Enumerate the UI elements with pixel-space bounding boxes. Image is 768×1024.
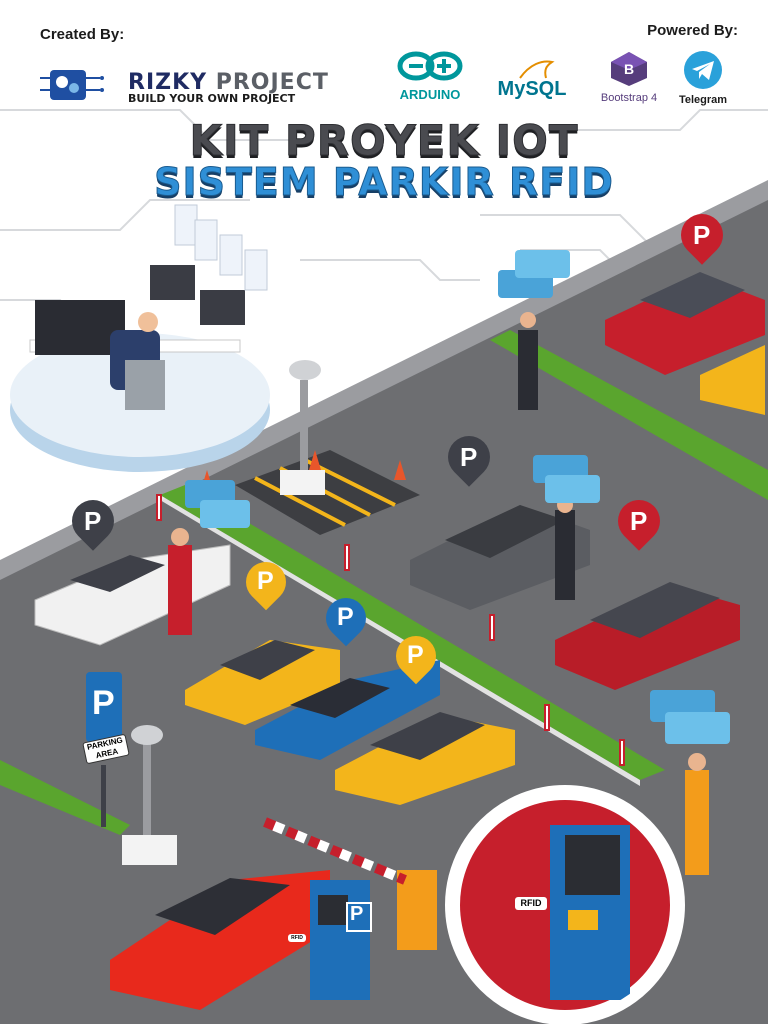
cctv-camera-top bbox=[280, 360, 325, 495]
pin-letter: P bbox=[630, 506, 648, 536]
car-red-topright bbox=[605, 272, 765, 375]
car-yellow-front bbox=[335, 712, 515, 805]
circuit-brain-icon bbox=[40, 70, 104, 100]
car-yellow-topright bbox=[700, 345, 765, 415]
sponsor-bootstrap-label: Bootstrap 4 bbox=[600, 92, 658, 104]
sponsor-arduino: ARDUINO bbox=[394, 50, 466, 102]
car-red-sports bbox=[110, 870, 330, 1010]
created-by-label: Created By: bbox=[40, 26, 125, 43]
bootstrap-b-icon: B bbox=[611, 52, 647, 86]
car-grey bbox=[410, 505, 590, 610]
car-blue-pickup bbox=[255, 660, 440, 760]
brand-name-part1: RIZKY bbox=[128, 70, 208, 95]
rfid-reader-machine bbox=[310, 880, 370, 1000]
parking-sign-pole bbox=[101, 765, 106, 827]
brand-tagline: BUILD YOUR OWN PROJECT bbox=[128, 92, 296, 105]
mysql-dolphin-icon bbox=[519, 60, 555, 79]
monitoring-station bbox=[10, 204, 270, 472]
pin-letter: P bbox=[460, 442, 478, 472]
grass-strip-left bbox=[0, 760, 130, 835]
sponsor-arduino-label: ARDUINO bbox=[399, 87, 461, 102]
boom-gate bbox=[263, 817, 437, 950]
sponsor-telegram-label: Telegram bbox=[678, 94, 728, 106]
pin-letter: P bbox=[84, 506, 102, 536]
sponsor-telegram: Telegram bbox=[672, 50, 734, 106]
machine-parking-sign bbox=[346, 902, 372, 932]
arduino-infinity-icon bbox=[397, 51, 463, 81]
telegram-plane-icon bbox=[684, 51, 722, 89]
pin-letter: P bbox=[693, 220, 711, 250]
sponsor-mysql-label: MySQL bbox=[497, 78, 567, 100]
sponsor-bootstrap: B Bootstrap 4 bbox=[592, 50, 666, 104]
rfid-card-car: RFID bbox=[288, 934, 306, 942]
powered-by-label: Powered By: bbox=[647, 22, 738, 39]
pin-letter: P bbox=[337, 603, 354, 631]
brand-name-part2: PROJECT bbox=[215, 70, 329, 95]
title-line1: KIT PROYEK IOT bbox=[189, 116, 579, 166]
brand-logo: RIZKY PROJECT BUILD YOUR OWN PROJECT bbox=[40, 66, 330, 106]
car-yellow-left bbox=[185, 640, 340, 725]
machine-parking-letter: P bbox=[350, 903, 364, 925]
people bbox=[168, 312, 709, 875]
svg-text:B: B bbox=[624, 61, 634, 77]
parking-sign-board bbox=[86, 672, 122, 742]
chat-bubbles bbox=[185, 250, 730, 744]
car-red-middle bbox=[555, 582, 740, 690]
grass-strip-right bbox=[490, 330, 768, 500]
sponsor-mysql: MySQL bbox=[486, 58, 578, 101]
pin-letter: P bbox=[257, 567, 274, 595]
pin-letter: P bbox=[407, 641, 424, 669]
title-line2: SISTEM PARKIR RFID bbox=[154, 160, 614, 205]
parking-sign-letter: P bbox=[92, 684, 115, 722]
rfid-zoom-inset bbox=[445, 785, 685, 1024]
rfid-card-inset: RFID bbox=[515, 897, 547, 910]
cctv-camera-bottom bbox=[122, 725, 177, 865]
grass-strip-center bbox=[160, 485, 665, 780]
brand-name: RIZKY PROJECT bbox=[128, 70, 329, 95]
bollards bbox=[156, 494, 625, 766]
